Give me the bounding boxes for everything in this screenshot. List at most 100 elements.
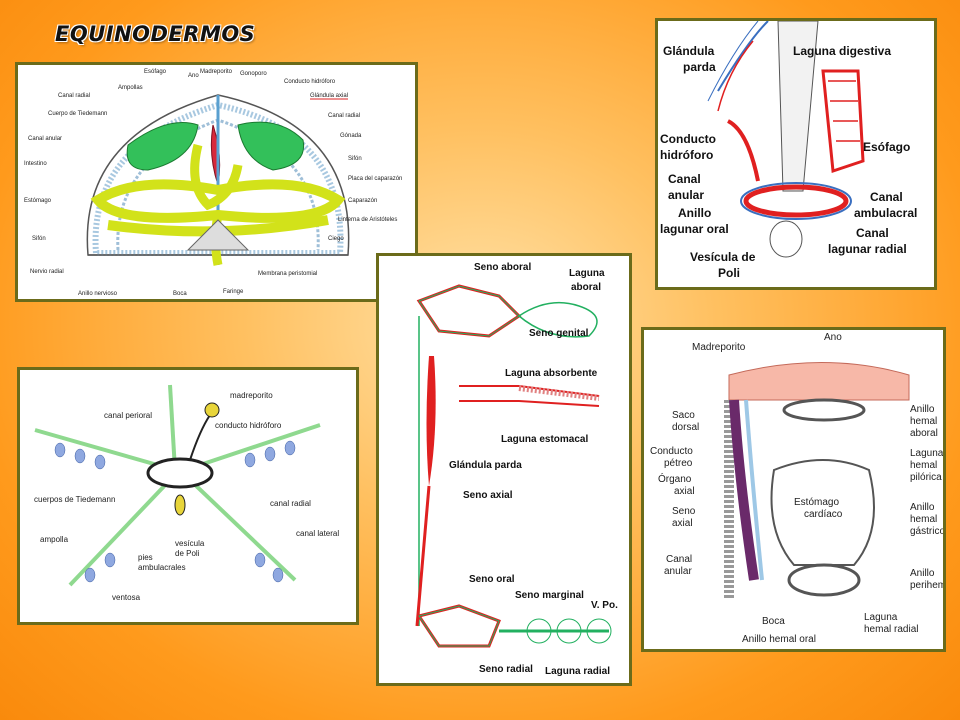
label-canal-lateral: canal lateral (296, 529, 339, 538)
label-boca: Boca (173, 291, 187, 297)
label-anillo-aboral-2: hemal (910, 416, 937, 427)
sinus-system-panel: Seno aboral Laguna aboral Seno genital L… (376, 253, 632, 686)
label-estomago: Estómago (24, 198, 52, 204)
label-laguna-digestiva: Laguna digestiva (793, 44, 891, 58)
page-title: EQUINODERMOS (55, 22, 256, 46)
label-seno: Seno (672, 506, 696, 517)
label-ampollas: Ampollas (118, 85, 143, 91)
label-seno-radial: Seno radial (479, 664, 533, 675)
label-esofago: Esófago (863, 140, 910, 154)
label-laguna-radial: Laguna (864, 612, 898, 623)
section-diagram: Madreporito Ano Saco dorsal Conducto pét… (650, 332, 943, 645)
label-canal: Canal (668, 172, 701, 186)
sea-urchin-diagram-panel: Esófago Ano Madreporito Gonoporo Conduct… (15, 62, 418, 302)
label-anillo-nervioso: Anillo nervioso (78, 291, 118, 297)
label-conducto-hidroforo: Conducto hidróforo (284, 79, 336, 85)
label-seno-genital: Seno genital (529, 328, 589, 339)
label-canal-anular: Canal anular (28, 136, 62, 142)
label-madreporito: Madreporito (200, 69, 233, 75)
label-lagunar-oral: lagunar oral (660, 222, 729, 236)
label-v-po: V. Po. (591, 600, 618, 611)
label-pies: pies (138, 553, 153, 562)
label-cuerpos-tiedemann: cuerpos de Tiedemann (34, 495, 115, 504)
label-aboral: aboral (571, 282, 601, 293)
label-ambulacral: ambulacral (854, 206, 917, 220)
label-anillo-aboral-3: aboral (910, 428, 938, 439)
label-dorsal: dorsal (672, 422, 699, 433)
section-diagram-panel: Madreporito Ano Saco dorsal Conducto pét… (641, 327, 946, 652)
label-gonoporo: Gonoporo (240, 71, 267, 77)
label-lagunar-radial: lagunar radial (828, 242, 907, 256)
label-madreporito: Madreporito (692, 342, 746, 353)
label-estomago: Estómago (794, 497, 839, 508)
label-anillo-gastrico-3: gástrico (910, 526, 943, 537)
label-sifon-left: Sifón (32, 236, 46, 242)
label-seno-oral: Seno oral (469, 574, 515, 585)
label-madreporito: madreporito (230, 391, 273, 400)
starfish-diagram: madreporito canal perioral conducto hidr… (34, 384, 339, 602)
label-hemal-radial: hemal radial (864, 624, 918, 635)
sea-urchin-diagram: Esófago Ano Madreporito Gonoporo Conduct… (24, 69, 402, 297)
label-canal-lagunar-1: Canal (856, 226, 889, 240)
label-parda: parda (683, 60, 716, 74)
label-laguna-pilorica-3: pilórica (910, 472, 942, 483)
label-anillo-gastrico-1: Anillo (910, 502, 935, 513)
label-seno-aboral: Seno aboral (474, 262, 531, 273)
label-canal: Canal (666, 554, 692, 565)
label-glandula-axial: Glándula axial (310, 93, 348, 99)
label-sifon-right: Sifón (348, 156, 362, 162)
label-ano: Ano (188, 73, 199, 79)
label-nervio-radial: Nervio radial (30, 269, 64, 275)
label-canal-ambulacral-1: Canal (870, 190, 903, 204)
label-canal-radial-left: Canal radial (58, 93, 90, 99)
label-gonada: Gónada (340, 133, 362, 139)
label-axial-organo: axial (674, 486, 695, 497)
label-laguna-absorbente: Laguna absorbente (505, 368, 598, 379)
label-boca: Boca (762, 616, 785, 627)
label-anillo-perihemal-1: Anillo (910, 568, 935, 579)
label-cuerpo-tiedemann: Cuerpo de Tiedemann (48, 111, 107, 117)
label-placa-caparazon: Placa del caparazón (348, 176, 402, 182)
label-anillo: Anillo (678, 206, 711, 220)
hemal-system-panel: Glándula parda Laguna digestiva Conducto… (655, 18, 937, 290)
label-canal-perioral: canal perioral (104, 411, 152, 420)
label-anillo-gastrico-2: hemal (910, 514, 937, 525)
label-intestino: Intestino (24, 161, 47, 167)
label-vesicula: vesícula (175, 539, 205, 548)
label-esofago: Esófago (144, 69, 167, 75)
sinus-system-diagram: Seno aboral Laguna aboral Seno genital L… (415, 262, 618, 677)
label-laguna-pilorica-2: hemal (910, 460, 937, 471)
label-hidroforo: hidróforo (660, 148, 713, 162)
hemal-system-diagram: Glándula parda Laguna digestiva Conducto… (660, 21, 917, 280)
label-laguna-estomacal: Laguna estomacal (501, 434, 588, 445)
label-glandula-parda: Glándula parda (449, 460, 522, 471)
label-laguna: Laguna (569, 268, 605, 279)
label-glandula: Glándula (663, 44, 715, 58)
label-seno-axial: Seno axial (463, 490, 513, 501)
label-faringe: Faringe (223, 289, 244, 295)
label-cardiaco: cardíaco (804, 509, 843, 520)
label-conducto: Conducto (660, 132, 716, 146)
label-anillo-aboral-1: Anillo (910, 404, 935, 415)
label-seno-marginal: Seno marginal (515, 590, 584, 601)
label-laguna-radial: Laguna radial (545, 666, 610, 677)
label-membrana-peristomial: Membrana peristomial (258, 271, 317, 277)
label-anillo-perihemal-2: perihemal (910, 580, 943, 591)
label-caparazon: Caparazón (348, 198, 377, 204)
label-conducto: Conducto (650, 446, 693, 457)
label-de-poli: de Poli (175, 549, 200, 558)
label-canal-radial-right: Canal radial (328, 113, 360, 119)
label-organo: Órgano (658, 472, 692, 485)
label-ventosa: ventosa (112, 593, 141, 602)
label-ampolla: ampolla (40, 535, 69, 544)
label-anular: anular (664, 566, 692, 577)
label-laguna-pilorica-1: Laguna (910, 448, 943, 459)
label-anular: anular (668, 188, 704, 202)
label-conducto-hidroforo: conducto hidróforo (215, 421, 282, 430)
label-anillo-hemal-oral: Anillo hemal oral (742, 634, 816, 645)
label-saco: Saco (672, 410, 695, 421)
label-canal-radial: canal radial (270, 499, 311, 508)
label-ambulacrales: ambulacrales (138, 563, 186, 572)
label-petreo: pétreo (664, 458, 693, 469)
label-ciego: Ciego (328, 236, 344, 242)
